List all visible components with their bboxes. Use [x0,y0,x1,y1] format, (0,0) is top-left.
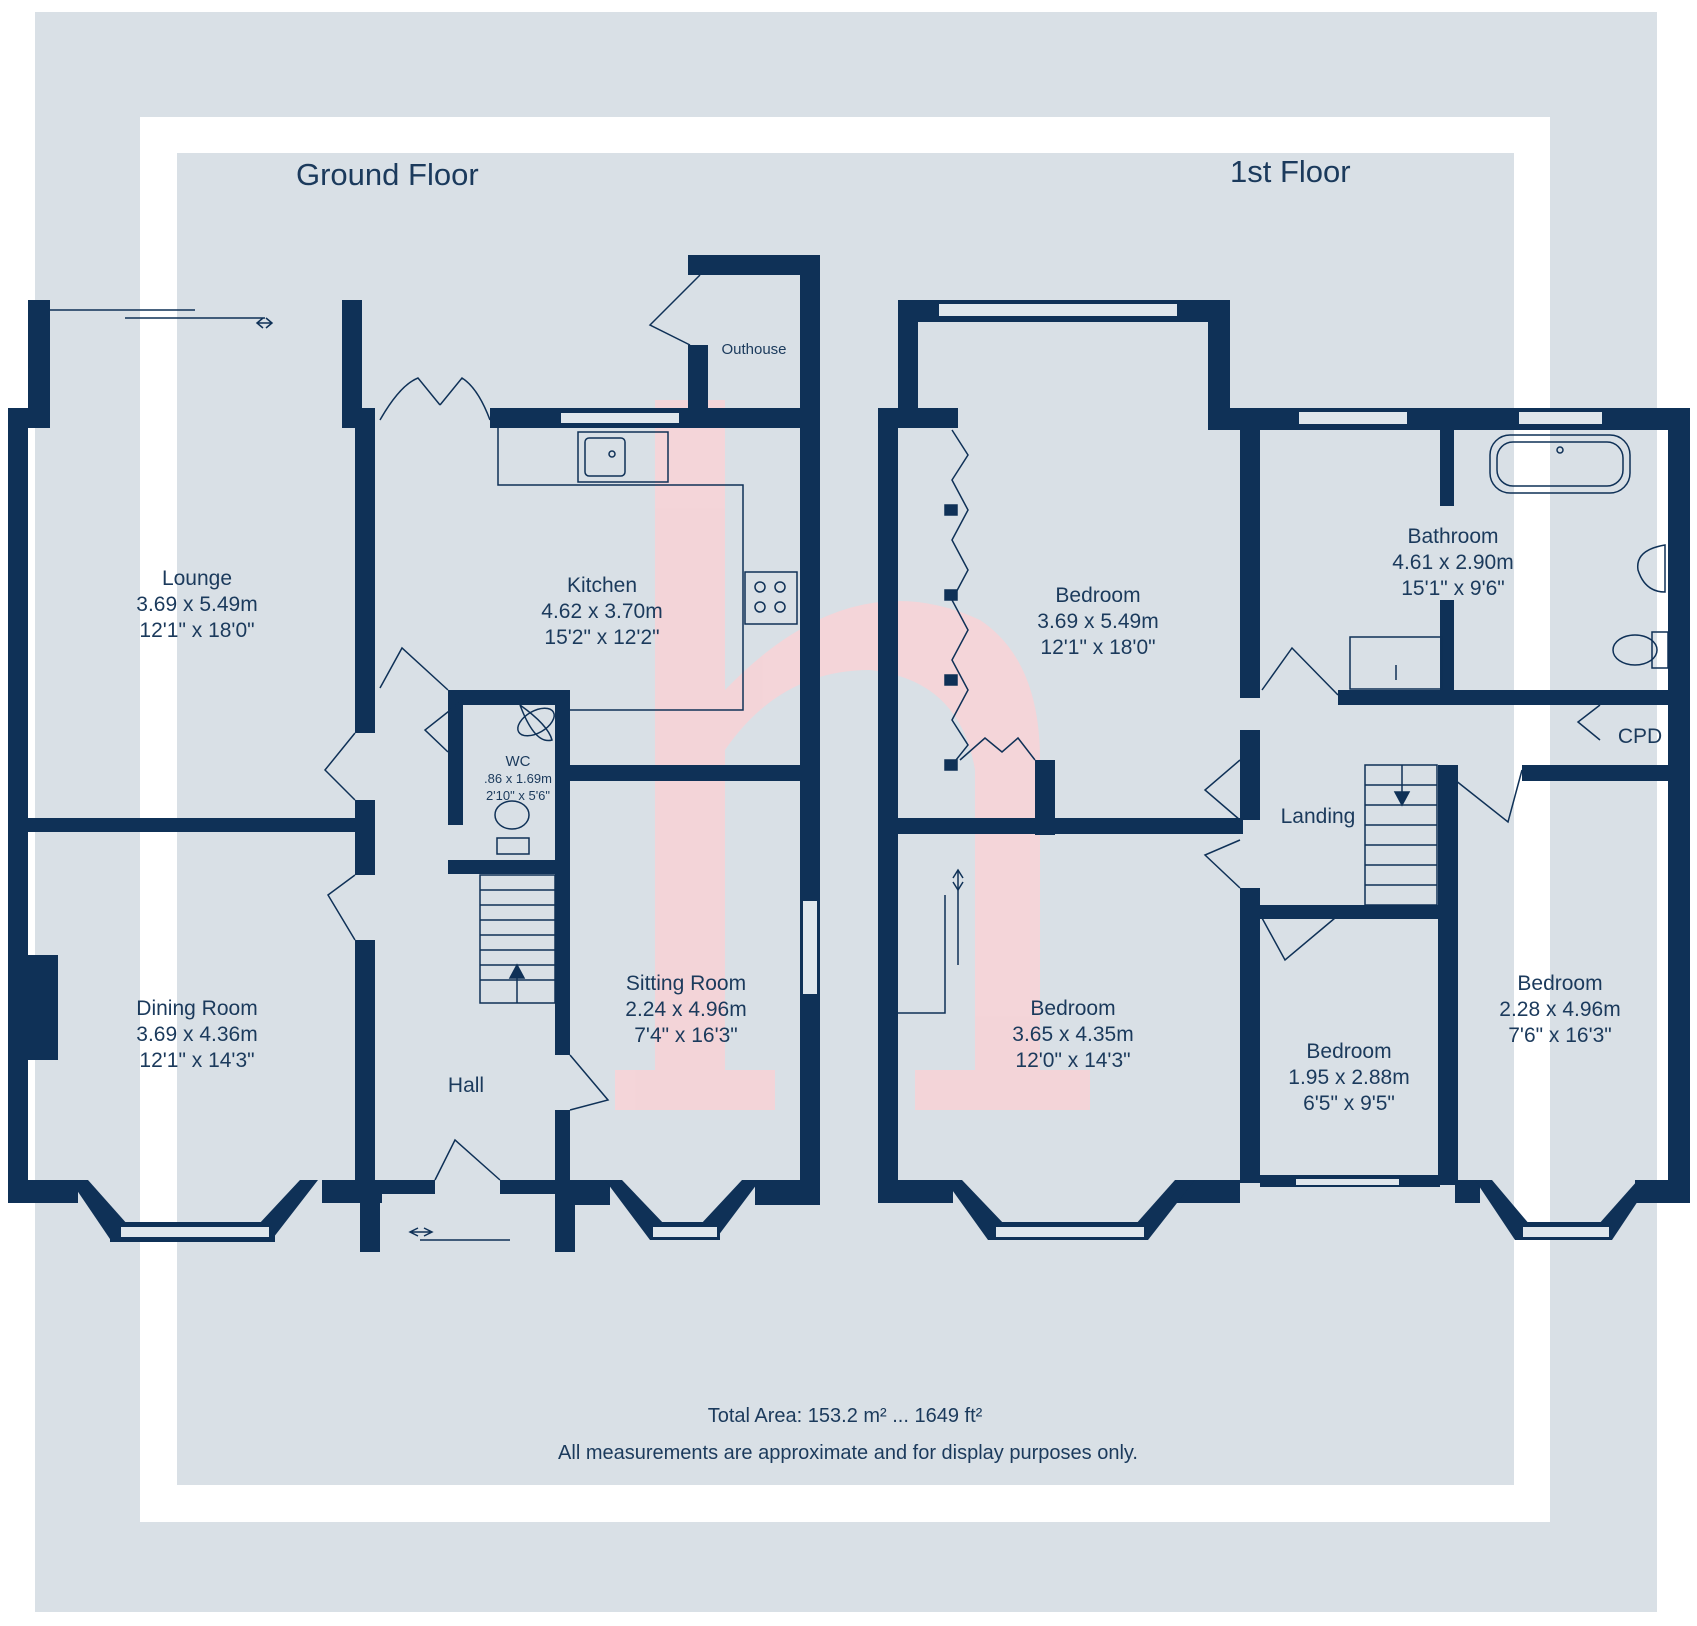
ground-floor-fixtures [50,274,798,1241]
bedroom3-imperial: 6'5" x 9'5" [1303,1092,1395,1115]
cpd-name: CPD [1618,725,1662,748]
dining-imperial: 12'1" x 14'3" [139,1049,254,1072]
bedroom1-name: Bedroom [1055,584,1140,607]
kitchen-imperial: 15'2" x 12'2" [544,626,659,649]
sitting-name: Sitting Room [626,972,746,995]
sitting-imperial: 7'4" x 16'3" [634,1024,738,1047]
hall-name: Hall [448,1074,484,1097]
landing-name: Landing [1281,805,1356,828]
kitchen-name: Kitchen [567,574,637,597]
bedroom4-name: Bedroom [1517,972,1602,995]
first-floor-title: 1st Floor [1230,154,1351,189]
bedroom2-name: Bedroom [1030,997,1115,1020]
bathroom-metric: 4.61 x 2.90m [1392,551,1513,574]
inner-panel [177,153,1514,1485]
bedroom1-imperial: 12'1" x 18'0" [1040,636,1155,659]
first-floor-windows [937,302,1611,1239]
first-floor-fixtures [898,429,1669,1014]
total-area: Total Area: 153.2 m² ... 1649 ft² [708,1405,983,1427]
lounge-name: Lounge [162,567,232,590]
wc-name: WC [506,753,531,770]
ground-floor-windows [119,411,819,1239]
wc-metric: .86 x 1.69m [484,771,552,786]
bedroom4-imperial: 7'6" x 16'3" [1508,1024,1612,1047]
watermark-logo [615,400,1090,1110]
sitting-metric: 2.24 x 4.96m [625,998,746,1021]
dining-name: Dining Room [136,997,257,1020]
bedroom1-metric: 3.69 x 5.49m [1037,610,1158,633]
disclaimer: All measurements are approximate and for… [558,1442,1138,1464]
bedroom2-imperial: 12'0" x 14'3" [1015,1049,1130,1072]
lounge-imperial: 12'1" x 18'0" [139,619,254,642]
outhouse-name: Outhouse [721,341,786,358]
bedroom4-metric: 2.28 x 4.96m [1499,998,1620,1021]
bathroom-name: Bathroom [1407,525,1498,548]
ground-floor-title: Ground Floor [296,157,479,192]
bedroom3-name: Bedroom [1306,1040,1391,1063]
bedroom2-metric: 3.65 x 4.35m [1012,1023,1133,1046]
kitchen-metric: 4.62 x 3.70m [541,600,662,623]
bathroom-imperial: 15'1" x 9'6" [1401,577,1505,600]
ground-floor-walls [8,255,820,1252]
dining-metric: 3.69 x 4.36m [136,1023,257,1046]
wc-imperial: 2'10" x 5'6" [486,788,550,803]
bedroom3-metric: 1.95 x 2.88m [1288,1066,1409,1089]
lounge-metric: 3.69 x 5.49m [136,593,257,616]
